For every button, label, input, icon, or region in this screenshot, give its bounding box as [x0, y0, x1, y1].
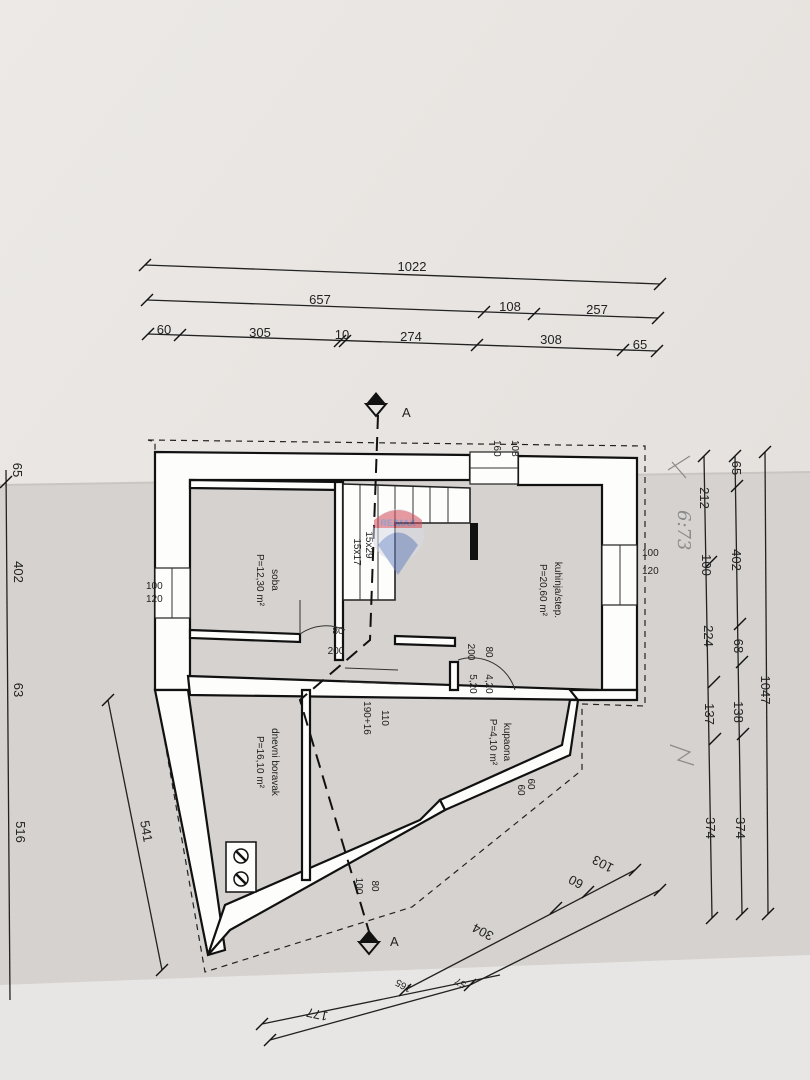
svg-text:5,20: 5,20	[467, 674, 478, 694]
room-dnevni-boravak: dnevni boravak P=16,10 m²	[254, 728, 280, 797]
svg-text:100: 100	[353, 878, 364, 895]
room-kupaona: kupaona P=4,10 m²	[487, 719, 512, 766]
svg-text:P=12,30 m²: P=12,30 m²	[254, 554, 265, 607]
dim-308: 308	[540, 332, 562, 347]
svg-text:63: 63	[11, 683, 26, 697]
roof-outline	[147, 439, 646, 973]
left-dimension-chain: 65 402 63 516	[0, 463, 28, 1001]
svg-text:15x29: 15x29	[363, 531, 374, 559]
svg-text:soba: soba	[269, 569, 280, 591]
svg-text:304: 304	[470, 920, 496, 943]
svg-text:108: 108	[509, 440, 520, 457]
svg-text:100: 100	[146, 581, 163, 592]
dim-65: 65	[633, 337, 647, 352]
chimney-symbol	[225, 841, 257, 893]
room-soba: soba P=12,30 m²	[254, 554, 280, 607]
svg-text:P=20,60 m²: P=20,60 m²	[537, 564, 548, 617]
dim-60: 60	[157, 322, 171, 337]
handwritten-pencil: 6:73	[667, 455, 695, 766]
svg-text:kuhinja/step.: kuhinja/step.	[552, 562, 563, 618]
svg-text:516: 516	[13, 821, 28, 843]
svg-text:4,20: 4,20	[483, 674, 494, 694]
svg-text:160: 160	[491, 440, 502, 457]
svg-text:80: 80	[332, 626, 344, 637]
room-kuhinja: kuhinja/step. P=20,60 m²	[537, 562, 563, 618]
dim-274: 274	[400, 329, 422, 344]
section-marker-top: A	[363, 392, 411, 420]
svg-text:165: 165	[393, 976, 413, 994]
svg-text:68: 68	[731, 639, 746, 653]
walls	[153, 450, 639, 957]
doors: 80 200 80 200 4,20 5,20 110 190+16	[299, 600, 516, 735]
svg-text:100: 100	[699, 554, 714, 576]
svg-text:80: 80	[369, 880, 380, 892]
svg-text:110: 110	[379, 710, 390, 726]
svg-text:138: 138	[731, 701, 746, 723]
svg-text:200: 200	[328, 646, 345, 657]
dim-1047: 1047	[758, 676, 773, 705]
svg-text:A: A	[402, 405, 411, 420]
svg-text:15x17: 15x17	[351, 538, 362, 566]
svg-text:A: A	[390, 934, 399, 949]
svg-text:120: 120	[642, 566, 659, 577]
svg-text:224: 224	[701, 625, 716, 647]
section-marker-bottom: A	[356, 930, 399, 956]
svg-text:RE/MAX: RE/MAX	[380, 518, 415, 528]
dim-10: 10	[335, 327, 349, 342]
svg-text:P=4,10 m²: P=4,10 m²	[487, 719, 498, 766]
dim-1022: 1022	[398, 259, 427, 274]
svg-text:374: 374	[733, 817, 748, 839]
svg-text:402: 402	[11, 561, 26, 583]
svg-text:kupaona: kupaona	[501, 723, 512, 762]
remax-watermark: RE/MAX	[372, 509, 424, 575]
dim-305: 305	[249, 325, 271, 340]
svg-text:57: 57	[453, 974, 469, 989]
dim-108: 108	[499, 299, 521, 314]
svg-text:dnevni boravak: dnevni boravak	[269, 728, 280, 797]
opening-labels: 108 160 100 120 100 120 60 60 80 100	[146, 440, 659, 895]
svg-text:541: 541	[137, 819, 156, 843]
svg-text:P=16,10 m²: P=16,10 m²	[254, 736, 265, 789]
windows	[154, 451, 638, 619]
svg-text:103: 103	[590, 852, 616, 875]
svg-text:137: 137	[702, 703, 717, 725]
dim-657: 657	[309, 292, 331, 307]
dim-257: 257	[586, 302, 608, 317]
svg-text:190+16: 190+16	[361, 701, 372, 735]
right-dimension-chains: 1047 65 402 68 138 374 212 100 224 137 3…	[697, 445, 775, 925]
svg-text:200: 200	[465, 644, 476, 661]
svg-text:212: 212	[697, 487, 712, 509]
svg-text:65: 65	[729, 461, 744, 475]
top-dimension-chains: 1022 657 108 257 60 305 10 274 308 65	[138, 258, 667, 358]
svg-text:120: 120	[146, 594, 163, 605]
svg-text:177: 177	[305, 1005, 329, 1024]
svg-text:65: 65	[10, 463, 25, 477]
svg-text:6:73: 6:73	[673, 510, 694, 550]
svg-text:80: 80	[483, 646, 494, 658]
svg-text:402: 402	[729, 549, 744, 571]
svg-text:60: 60	[515, 784, 526, 796]
svg-text:60: 60	[566, 872, 586, 892]
svg-text:374: 374	[703, 817, 718, 839]
svg-text:100: 100	[642, 548, 659, 559]
svg-text:60: 60	[525, 778, 536, 790]
